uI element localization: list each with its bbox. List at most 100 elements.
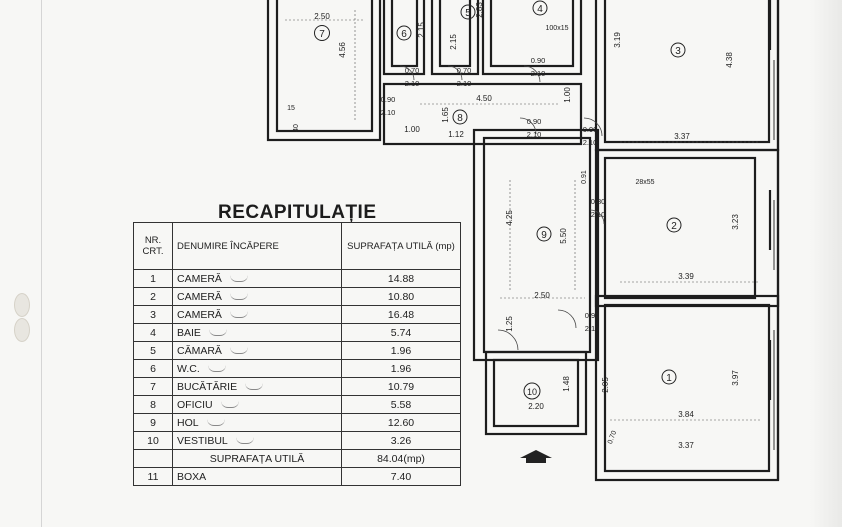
svg-text:10: 10 <box>527 387 537 397</box>
door-label: 0.90 <box>585 311 600 320</box>
row-nr: 3 <box>133 305 173 324</box>
handwritten-tick-mark <box>220 401 239 409</box>
total-label: SUPRAFAȚA UTILĂ <box>172 449 342 468</box>
row-area: 14.88 <box>341 269 461 288</box>
door-swing-arcs <box>399 65 605 351</box>
row-area: 5.58 <box>341 395 461 414</box>
dimension-lines <box>285 10 760 421</box>
row-nr: 5 <box>133 341 173 360</box>
room-marker-6: 6 <box>396 25 412 41</box>
room-marker-9: 9 <box>536 226 552 242</box>
row-name-text: HOL <box>177 416 199 429</box>
dim-label: 2.50 <box>314 12 330 21</box>
row-area: 5.74 <box>341 323 461 342</box>
svg-text:7: 7 <box>319 29 325 40</box>
door-label: 2.10 <box>585 324 600 333</box>
door-label: 0.80 <box>591 197 606 206</box>
row-name-text: OFICIU <box>177 398 213 411</box>
row-area: 10.80 <box>341 287 461 306</box>
row-name: HOL <box>172 413 342 432</box>
row-nr: 4 <box>133 323 173 342</box>
svg-text:1: 1 <box>666 373 672 384</box>
svg-text:6: 6 <box>401 29 407 40</box>
total-blank-cell <box>133 449 173 468</box>
handwritten-tick-mark <box>245 383 264 391</box>
door-label: 2.10 <box>457 79 472 88</box>
dim-label: 3.84 <box>678 410 694 419</box>
row-name: VESTIBUL <box>172 431 342 450</box>
dim-label: 0.91 <box>581 170 588 184</box>
dim-label: 4.38 <box>725 52 734 68</box>
handwritten-tick-mark <box>207 365 226 373</box>
dim-label: 2.15 <box>417 22 426 38</box>
row-nr: 6 <box>133 359 173 378</box>
row-name: CAMERĂ <box>172 305 342 324</box>
dim-label: 2.20 <box>528 402 544 411</box>
header-nr: NR. CRT. <box>133 222 173 270</box>
row-name: BUCĂTĂRIE <box>172 377 342 396</box>
dim-label: 1.00 <box>563 87 572 103</box>
room-marker-8: 8 <box>452 109 468 125</box>
header-room-name: DENUMIRE ÎNCĂPERE <box>172 222 342 270</box>
punch-hole-top <box>14 293 30 317</box>
dim-label: 3.39 <box>678 272 694 281</box>
dim-label: 1.48 <box>562 376 571 392</box>
row-nr: 11 <box>133 467 173 486</box>
dim-label: 5.50 <box>559 228 568 244</box>
row-name-text: BUCĂTĂRIE <box>177 380 238 393</box>
row-nr: 7 <box>133 377 173 396</box>
row-area: 3.26 <box>341 431 461 450</box>
room-marker-10: 10 <box>523 382 541 400</box>
row-name: CAMERĂ <box>172 287 342 306</box>
row-name-text: CAMERĂ <box>177 272 222 285</box>
recap-table: NR. CRT. DENUMIRE ÎNCĂPERE SUPRAFAȚA UTI… <box>133 222 461 486</box>
row-name: W.C. <box>172 359 342 378</box>
door-label: 2.10 <box>381 108 396 117</box>
room-marker-3: 3 <box>670 42 686 58</box>
door-label: 0.70 <box>405 66 420 75</box>
handwritten-tick-mark <box>229 311 248 319</box>
door-label: 2.10 <box>591 210 606 219</box>
door-label: 0.90 <box>583 125 598 134</box>
row-name-text: CĂMARĂ <box>177 344 222 357</box>
header-area: SUPRAFAȚA UTILĂ (mp) <box>341 222 461 270</box>
dim-label: 1.65 <box>441 107 450 123</box>
dim-label: 2.50 <box>534 291 550 300</box>
handwritten-tick-mark <box>229 275 248 283</box>
dim-label: 3.37 <box>678 441 694 450</box>
row-name: BAIE <box>172 323 342 342</box>
dim-label: 0.70 <box>607 430 618 445</box>
dim-label: 3.97 <box>731 370 740 386</box>
row-nr: 9 <box>133 413 173 432</box>
svg-text:3: 3 <box>675 46 681 57</box>
svg-text:2: 2 <box>671 221 677 232</box>
room-number-markers: 7 6 5 4 3 8 2 9 1 10 <box>314 0 686 400</box>
room-marker-5: 5 <box>460 4 476 20</box>
handwritten-tick-mark <box>235 437 254 445</box>
dim-label: 2.83 <box>475 2 484 18</box>
dimension-labels: 2.50 4.56 2.15 2.15 2.83 100x15 3.19 4.3… <box>287 2 740 450</box>
door-label: 0.90 <box>531 56 546 65</box>
handwritten-tick-mark <box>229 293 248 301</box>
recap-header-row: NR. CRT. DENUMIRE ÎNCĂPERE SUPRAFAȚA UTI… <box>133 222 461 270</box>
row-name: CĂMARĂ <box>172 341 342 360</box>
dim-label: 40 <box>293 124 300 132</box>
row-name-text: CAMERĂ <box>177 308 222 321</box>
room-marker-7: 7 <box>314 25 330 41</box>
dim-label: 3.19 <box>613 32 622 48</box>
svg-text:4: 4 <box>537 4 543 15</box>
dim-label: 3.23 <box>731 214 740 230</box>
row-name-text: CAMERĂ <box>177 290 222 303</box>
row-name-text: VESTIBUL <box>177 434 228 447</box>
binding-margin-line <box>41 0 42 527</box>
dim-label: 4.56 <box>338 42 347 58</box>
